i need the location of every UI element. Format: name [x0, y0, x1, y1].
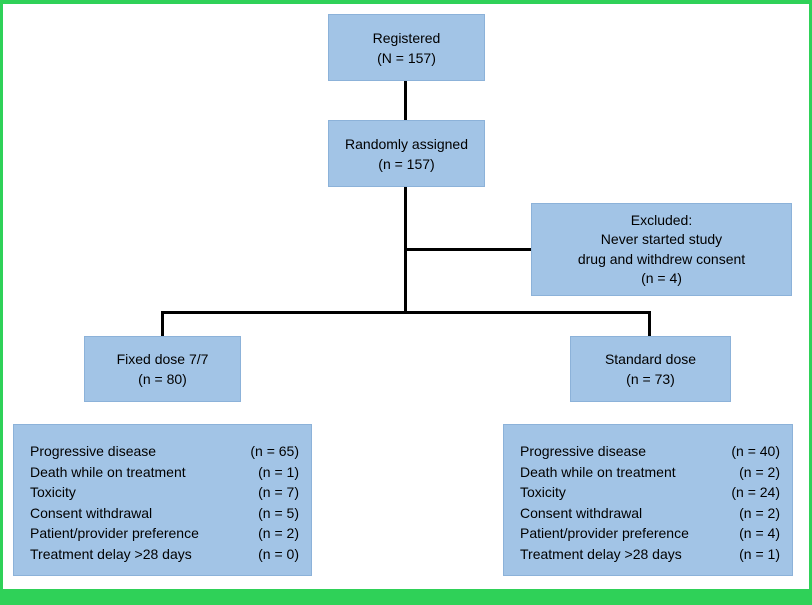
outcome-row: Toxicity (n = 7) [30, 482, 299, 503]
outcome-label: Patient/provider preference [30, 525, 199, 541]
connector-registered-to-randomized [404, 80, 407, 121]
excluded-box: Excluded: Never started study drug and w… [531, 203, 792, 296]
outcome-count: (n = 1) [258, 463, 299, 480]
outcome-label: Treatment delay >28 days [520, 545, 682, 562]
randomly-assigned-count: (n = 157) [378, 155, 435, 172]
outcome-row: Consent withdrawal (n = 2) [520, 503, 780, 524]
outcome-row: Patient/provider preference (n = 4) [520, 523, 780, 544]
outcome-count: (n = 7) [258, 484, 299, 500]
outcome-row: Treatment delay >28 days (n = 0) [30, 544, 299, 565]
outcome-row: Treatment delay >28 days (n = 1) [520, 544, 780, 565]
outcome-label: Toxicity [520, 484, 566, 500]
excluded-reason-line1: Never started study [600, 231, 723, 247]
outcome-row: Death while on treatment (n = 2) [520, 462, 780, 483]
outcome-count: (n = 65) [250, 443, 299, 459]
connector-to-excluded [405, 248, 531, 251]
outcome-label: Consent withdrawal [520, 504, 643, 521]
outcome-row: Progressive disease (n = 40) [520, 441, 780, 462]
fixed-dose-count: (n = 80) [138, 371, 187, 387]
randomly-assigned-box: Randomly assigned (n = 157) [328, 120, 485, 187]
outcome-label: Treatment delay >28 days [30, 545, 192, 562]
frame-border-top [0, 0, 812, 4]
fixed-dose-outcomes-box: Progressive disease (n = 65) Death while… [13, 424, 312, 576]
outcome-label: Progressive disease [30, 443, 157, 459]
outcome-label: Death while on treatment [30, 463, 186, 480]
excluded-reason-line2: drug and withdrew consent [577, 250, 746, 267]
frame-border-right [809, 0, 812, 589]
excluded-title: Excluded: [630, 211, 693, 228]
randomly-assigned-label: Randomly assigned [345, 135, 468, 152]
outcome-label: Patient/provider preference [520, 525, 689, 541]
outcome-count: (n = 0) [258, 545, 299, 562]
outcome-label: Consent withdrawal [30, 504, 153, 521]
fixed-dose-label: Fixed dose 7/7 [116, 351, 209, 367]
outcome-count: (n = 24) [731, 484, 780, 500]
outcome-label: Toxicity [30, 484, 76, 500]
standard-dose-count: (n = 73) [626, 371, 675, 387]
standard-dose-box: Standard dose (n = 73) [570, 336, 731, 402]
outcome-row: Consent withdrawal (n = 5) [30, 503, 299, 524]
connector-branch-to-fixed-dose [161, 311, 164, 338]
outcome-row: Death while on treatment (n = 1) [30, 462, 299, 483]
connector-branch-horizontal [161, 311, 651, 314]
outcome-row: Progressive disease (n = 65) [30, 441, 299, 462]
excluded-count: (n = 4) [641, 270, 682, 286]
outcome-count: (n = 5) [258, 504, 299, 521]
registered-label: Registered [372, 29, 441, 46]
registered-count: (N = 157) [377, 49, 436, 66]
connector-branch-to-standard-dose [648, 311, 651, 338]
outcome-label: Death while on treatment [520, 463, 676, 480]
outcome-count: (n = 2) [739, 463, 780, 480]
frame-border-bottom [0, 589, 812, 605]
outcome-row: Patient/provider preference (n = 2) [30, 523, 299, 544]
outcome-count: (n = 1) [739, 545, 780, 562]
outcome-row: Toxicity (n = 24) [520, 482, 780, 503]
outcome-count: (n = 2) [739, 504, 780, 521]
outcome-count: (n = 4) [739, 525, 780, 541]
standard-dose-outcomes-box: Progressive disease (n = 40) Death while… [503, 424, 793, 576]
fixed-dose-box: Fixed dose 7/7 (n = 80) [84, 336, 241, 402]
frame-border-left [0, 0, 3, 589]
outcome-label: Progressive disease [520, 443, 647, 459]
registered-box: Registered (N = 157) [328, 14, 485, 81]
outcome-count: (n = 40) [731, 443, 780, 459]
standard-dose-label: Standard dose [604, 351, 697, 367]
outcome-count: (n = 2) [258, 525, 299, 541]
